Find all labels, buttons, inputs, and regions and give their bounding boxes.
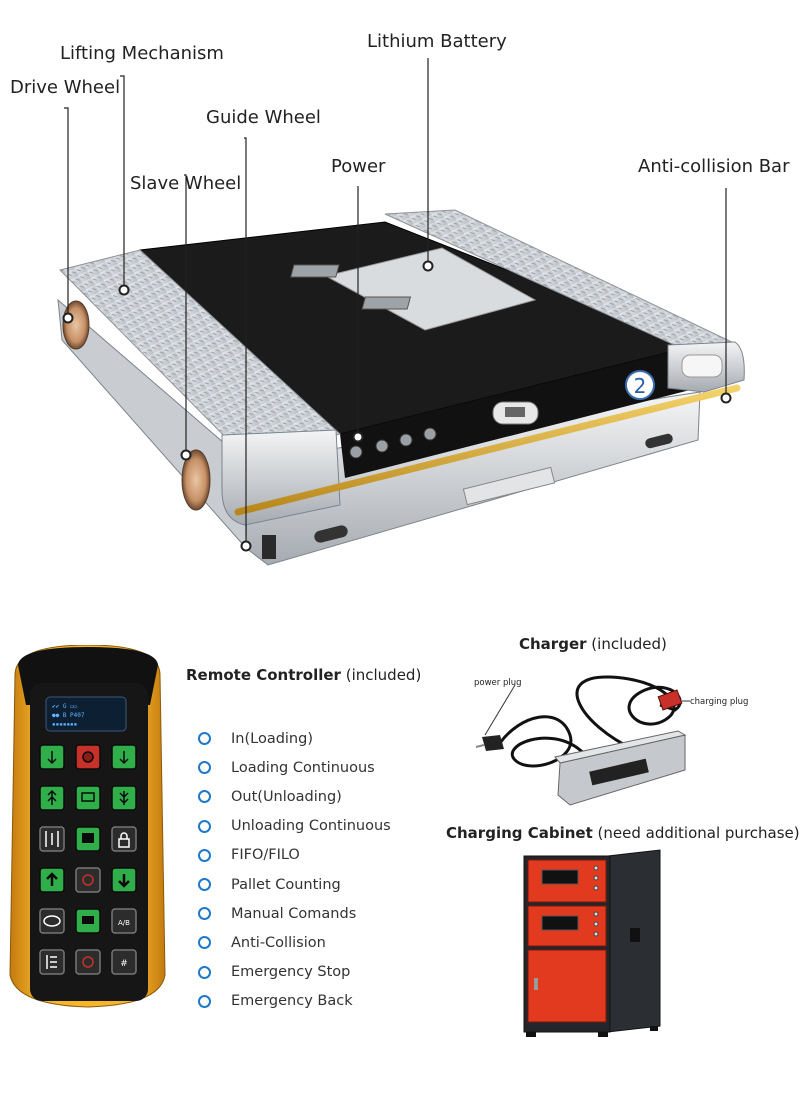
- charger-label-plate: [589, 758, 649, 786]
- callout-slave-wheel: Slave Wheel: [130, 173, 242, 194]
- bullet-icon: [198, 878, 211, 892]
- bullet-icon: [198, 790, 211, 804]
- remote-controller-title: Remote Controller (included): [186, 666, 421, 684]
- remote-title-bold: Remote Controller: [186, 666, 341, 684]
- side-label-plate: [462, 466, 556, 506]
- left-corner-bumper: [221, 429, 341, 526]
- power-buttons: [349, 427, 437, 459]
- charging-plug-label: charging plug: [690, 697, 748, 707]
- list-item: Unloading Continuous: [196, 812, 391, 841]
- power-plug-label: power plug: [474, 678, 522, 688]
- bullet-icon: [198, 848, 211, 862]
- charging-cabinet: [523, 849, 661, 1037]
- list-item: Anti-Collision: [196, 928, 391, 957]
- cabinet-door: [527, 949, 607, 1023]
- tread-plate-left: [59, 249, 341, 461]
- bullet-icon: [198, 732, 211, 746]
- key-loading-continuous-icon: [47, 789, 57, 805]
- key-stop-icon: [82, 751, 94, 763]
- shuttle-illustration: 2: [57, 209, 745, 566]
- list-item: Pallet Counting: [196, 870, 391, 899]
- number-badge: 2: [634, 374, 647, 398]
- remote-screen-line-3: ▪▪▪▪▪▪▪: [52, 721, 77, 728]
- slave-wheel-shape: [181, 449, 211, 511]
- cabinet-title-note: (need additional purchase): [597, 824, 800, 842]
- key-ab-label: A/B: [118, 919, 130, 927]
- charger-output-cable: [575, 675, 682, 752]
- list-item: Emergency Stop: [196, 958, 391, 987]
- key-pallet-green-icon: [82, 916, 94, 924]
- list-item: Emergency Back: [196, 987, 391, 1016]
- key-unloading-continuous-icon: [119, 791, 129, 805]
- side-slot-1: [314, 525, 348, 543]
- key-menu-icon: [46, 955, 57, 969]
- callout-power: Power: [331, 156, 386, 177]
- drawer-2-handle: [541, 915, 579, 931]
- remote-title-note: (included): [345, 666, 422, 684]
- bullet-icon: [198, 965, 211, 979]
- bullet-icon: [198, 907, 211, 921]
- callout-leader-lines: [62, 58, 732, 552]
- battery-handle-2: [361, 296, 412, 310]
- door-lock-icon: [534, 978, 538, 990]
- side-slot-2: [645, 433, 673, 449]
- key-count-icon: [81, 792, 95, 802]
- cabinet-side-vent: [630, 928, 640, 942]
- callout-anti-collision-bar: Anti-collision Bar: [638, 156, 790, 177]
- battery-handle-1: [290, 264, 340, 278]
- callout-lithium-battery: Lithium Battery: [367, 31, 507, 52]
- key-hash-label: #: [120, 959, 128, 969]
- bullet-icon: [198, 761, 211, 775]
- guide-wheel-shape: [262, 535, 276, 559]
- charger-title: Charger (included): [519, 635, 667, 653]
- remote-screen-line-1: ✔✔ G ▭▭: [52, 703, 78, 710]
- charging-plug-icon: [657, 689, 683, 711]
- eye-icon: [43, 915, 61, 927]
- callout-drive-wheel: Drive Wheel: [10, 77, 121, 98]
- emergency-key-icon: [82, 956, 94, 968]
- list-item: Out(Unloading): [196, 782, 391, 811]
- power-key-icon: [82, 874, 94, 886]
- power-plug-icon: [482, 735, 504, 751]
- front-display-screen: [505, 407, 525, 417]
- bullet-icon: [198, 819, 211, 833]
- key-in-icon: [47, 751, 57, 765]
- charger-title-bold: Charger: [519, 635, 587, 653]
- bullet-icon: [198, 994, 211, 1008]
- list-item: FIFO/FILO: [196, 841, 391, 870]
- remote-screen: [45, 696, 127, 732]
- remote-controller: ✔✔ G ▭▭ ●● B P407 ▪▪▪▪▪▪▪: [9, 645, 166, 1008]
- charger-illustration: power plug charging plug: [474, 675, 748, 806]
- lock-icon: [118, 832, 130, 848]
- key-fifo-icon: [45, 831, 59, 847]
- arrow-up-icon: [46, 872, 58, 886]
- number-badge-circle: [625, 370, 655, 400]
- cabinet-title-bold: Charging Cabinet: [446, 824, 593, 842]
- list-item: Manual Comands: [196, 899, 391, 928]
- callout-lifting-mechanism: Lifting Mechanism: [60, 43, 224, 64]
- key-out-icon: [119, 751, 129, 765]
- drawer-1-handle: [541, 869, 579, 885]
- remote-screen-line-2: ●● B P407: [52, 712, 85, 719]
- arrow-down-icon: [118, 874, 130, 888]
- list-item: Loading Continuous: [196, 753, 391, 782]
- bullet-icon: [198, 936, 211, 950]
- gold-anti-collision-bar: [234, 384, 741, 516]
- indicator-lights: [593, 865, 599, 937]
- right-sensor-window: [681, 354, 723, 378]
- remote-feature-list: In(Loading) Loading Continuous Out(Unloa…: [196, 724, 391, 1016]
- battery-cover: [324, 247, 537, 331]
- charger-title-note: (included): [591, 635, 667, 653]
- callout-guide-wheel: Guide Wheel: [206, 107, 321, 128]
- key-pallet-icon: [82, 833, 94, 843]
- cabinet-title: Charging Cabinet (need additional purcha…: [446, 824, 800, 842]
- list-item: In(Loading): [196, 724, 391, 753]
